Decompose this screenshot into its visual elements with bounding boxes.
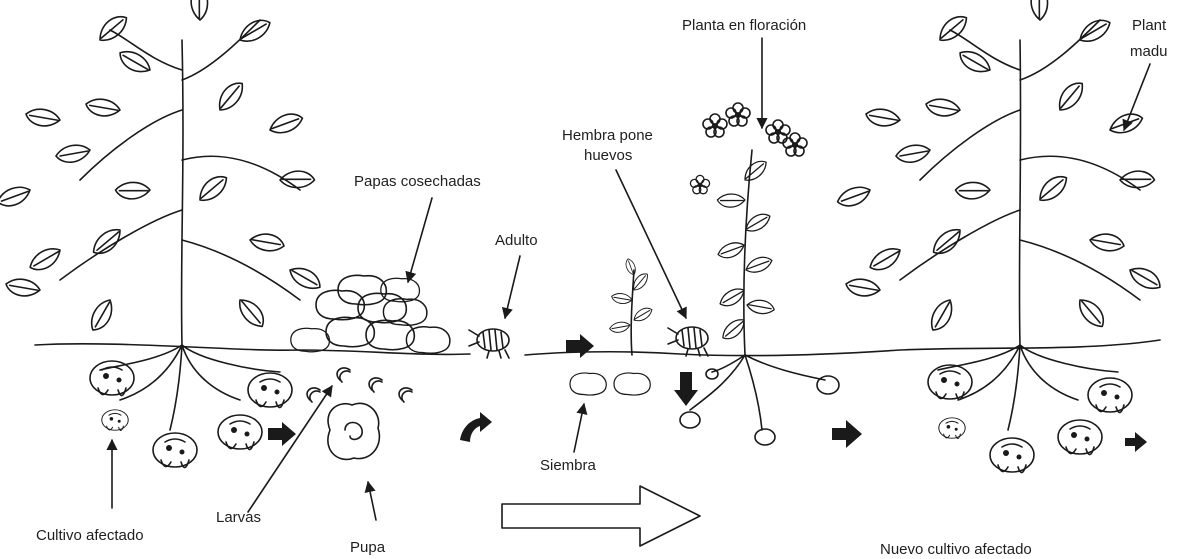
label-nuevo-cultivo-afectado: Nuevo cultivo afectado	[880, 541, 1032, 558]
label-cultivo-afectado: Cultivo afectado	[36, 527, 144, 544]
affected-plant-left	[0, 0, 324, 468]
female-weevil	[668, 327, 708, 356]
seedling-plant	[570, 258, 654, 395]
label-siembra: Siembra	[540, 457, 597, 474]
ground-line	[35, 340, 1160, 356]
large-outline-arrow	[502, 486, 700, 546]
harvested-potatoes-pile	[291, 275, 450, 353]
label-papas-cosechadas: Papas cosechadas	[354, 173, 481, 190]
label-planta-madura-1: Plant	[1132, 17, 1167, 34]
label-planta-floracion: Planta en floración	[682, 17, 806, 34]
pointer-lines	[112, 38, 1150, 520]
mature-plant-right	[836, 0, 1164, 473]
adult-weevil	[469, 329, 509, 358]
larvae-group	[307, 368, 412, 402]
label-adulto: Adulto	[495, 232, 538, 249]
label-planta-madura-2: madu	[1130, 43, 1168, 60]
label-larvas: Larvas	[216, 509, 261, 526]
label-pupa: Pupa	[350, 539, 386, 556]
flowering-plant	[680, 103, 839, 445]
label-hembra-pone-huevos-1: Hembra pone	[562, 127, 653, 144]
pupa-chamber	[328, 403, 380, 459]
label-hembra-pone-huevos-2: huevos	[584, 147, 632, 164]
